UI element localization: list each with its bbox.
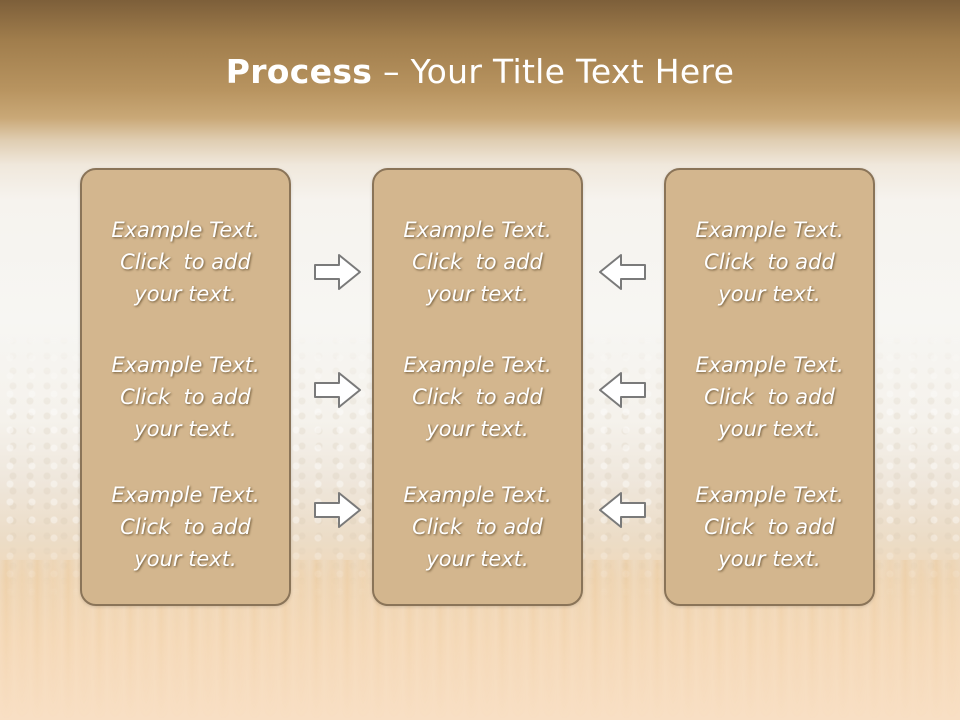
text-block[interactable]: Example Text. Click to add your text. [374, 349, 581, 445]
center-panel[interactable]: Example Text. Click to add your text. Ex… [372, 168, 583, 606]
text-line: Click to add [704, 515, 835, 539]
text-line: Click to add [704, 385, 835, 409]
text-line: Click to add [704, 250, 835, 274]
text-block[interactable]: Example Text. Click to add your text. [82, 479, 289, 575]
text-line: your text. [134, 282, 237, 306]
text-block[interactable]: Example Text. Click to add your text. [374, 214, 581, 310]
text-line: Example Text. [111, 483, 260, 507]
left-arrow-icon [599, 254, 646, 290]
text-block[interactable]: Example Text. Click to add your text. [374, 479, 581, 575]
left-arrow-icon [599, 492, 646, 528]
text-line: Example Text. [403, 483, 552, 507]
slide-title[interactable]: Process – Your Title Text Here [0, 52, 960, 91]
text-line: Example Text. [695, 353, 844, 377]
text-block[interactable]: Example Text. Click to add your text. [82, 349, 289, 445]
text-line: Example Text. [111, 353, 260, 377]
text-line: your text. [718, 282, 821, 306]
text-line: Click to add [412, 385, 543, 409]
text-line: your text. [718, 547, 821, 571]
text-line: Click to add [412, 515, 543, 539]
text-line: Example Text. [403, 353, 552, 377]
right-arrow-icon [314, 254, 361, 290]
left-panel[interactable]: Example Text. Click to add your text. Ex… [80, 168, 291, 606]
right-arrow-icon [314, 492, 361, 528]
text-line: Click to add [120, 515, 251, 539]
text-block[interactable]: Example Text. Click to add your text. [666, 479, 873, 575]
text-line: Example Text. [695, 483, 844, 507]
text-line: your text. [134, 417, 237, 441]
text-line: Example Text. [111, 218, 260, 242]
text-block[interactable]: Example Text. Click to add your text. [82, 214, 289, 310]
text-line: Click to add [120, 250, 251, 274]
left-arrow-icon [599, 372, 646, 408]
text-line: Example Text. [403, 218, 552, 242]
text-line: Example Text. [695, 218, 844, 242]
text-line: your text. [426, 417, 529, 441]
text-line: Click to add [120, 385, 251, 409]
title-bold: Process [225, 52, 373, 91]
text-line: your text. [426, 547, 529, 571]
right-panel[interactable]: Example Text. Click to add your text. Ex… [664, 168, 875, 606]
text-block[interactable]: Example Text. Click to add your text. [666, 214, 873, 310]
text-line: your text. [134, 547, 237, 571]
title-rest: – Your Title Text Here [372, 52, 735, 91]
text-line: your text. [718, 417, 821, 441]
right-arrow-icon [314, 372, 361, 408]
text-block[interactable]: Example Text. Click to add your text. [666, 349, 873, 445]
text-line: Click to add [412, 250, 543, 274]
text-line: your text. [426, 282, 529, 306]
